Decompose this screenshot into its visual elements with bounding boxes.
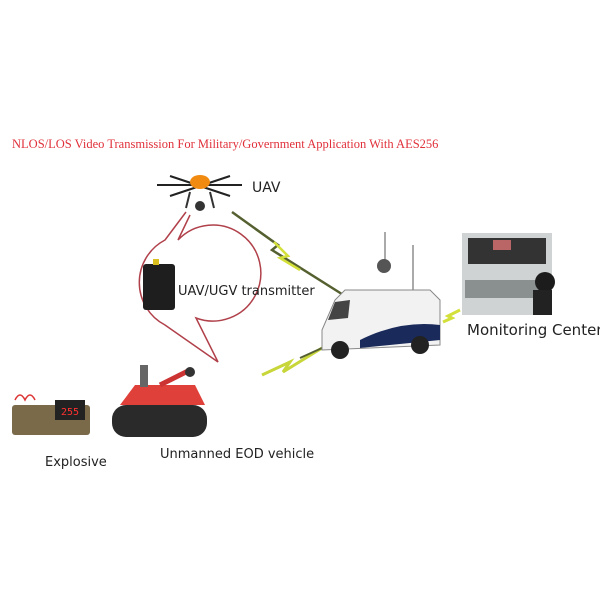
explosive-timer: 255 [61,407,79,418]
uav-drone-image [157,175,242,211]
eod-robot-image [112,365,207,437]
explosive-image: 255 [12,394,90,435]
page-title: NLOS/LOS Video Transmission For Military… [12,137,439,151]
command-van-image [321,232,441,359]
transmitter-label: UAV/UGV transmitter [178,284,315,299]
uav-label: UAV [252,180,281,196]
transmitter-callout [138,211,262,363]
wireless-link-eod-van [261,346,323,377]
wireless-link-uav-van [231,210,346,298]
monitoring-center-image [462,233,555,315]
explosive-label: Explosive [45,455,107,470]
wireless-link-van-monitor [442,308,461,324]
monitoring-center-label: Monitoring Center [467,321,600,339]
eod-vehicle-label: Unmanned EOD vehicle [160,447,315,462]
transmitter-image [143,259,175,310]
